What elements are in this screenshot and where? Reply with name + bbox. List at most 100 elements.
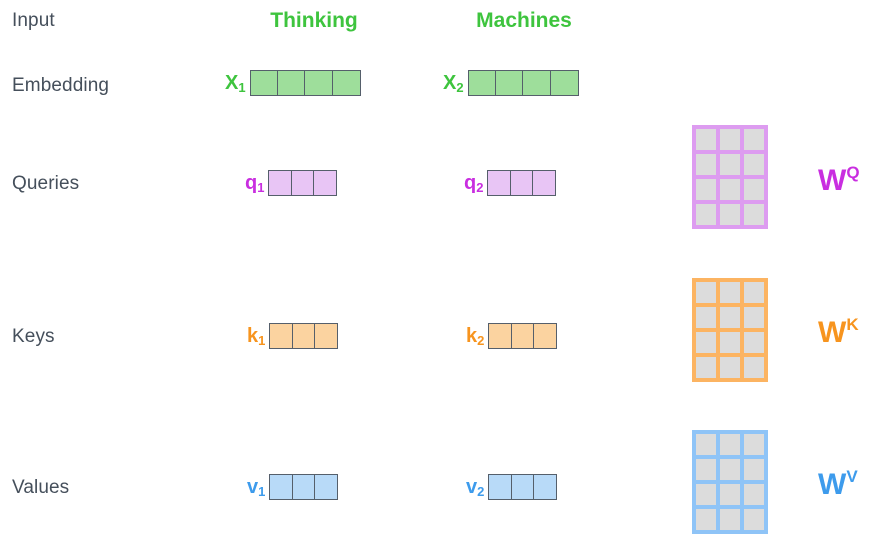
vector-cell [533,474,558,500]
vector-cell [533,323,558,349]
matrix-cell [696,484,716,505]
vector-label-x2-base: X [443,72,457,94]
matrix-cell [744,154,764,175]
matrix-cell [720,357,740,378]
vector-label-v2-subscript: 2 [477,484,485,499]
matrix-cell [720,484,740,505]
vector-cell [269,323,294,349]
column-header-machines: Machines [476,9,572,32]
vector-cell [510,323,535,349]
vector-label-q1-base: q [245,172,258,194]
row-label-embedding: Embedding [12,75,110,96]
vector-cells-v2 [488,474,558,500]
vector-v1: v1 [247,474,339,500]
weight-matrix-key-label: WK [818,315,859,348]
weight-matrix-value-label-base: W [818,468,847,501]
vector-cell [291,474,316,500]
matrix-cell [720,204,740,225]
weight-matrix-query-label-base: W [818,164,847,197]
vector-label-k2-base: k [466,325,478,347]
matrix-cell [720,282,740,303]
weight-matrix-query-label: WQ [818,163,860,197]
vector-label-x1: X1 [225,73,246,95]
vector-label-k1: k1 [247,325,265,347]
matrix-cell [696,307,716,328]
matrix-cell [696,204,716,225]
matrix-cell [744,509,764,530]
vector-cell [549,70,579,96]
weight-matrix-value-label-superscript: V [846,467,858,486]
vector-cells-v1 [269,474,339,500]
vector-label-k1-base: k [247,325,259,347]
vector-label-v1-subscript: 1 [258,484,266,499]
vector-label-v2-base: v [466,476,478,498]
vector-cell [467,70,497,96]
weight-matrix-query-label-superscript: Q [846,163,860,182]
vector-q2: q2 [464,170,557,196]
matrix-cell [696,154,716,175]
matrix-cell [720,332,740,353]
vector-cell [313,170,338,196]
vector-cell [331,70,361,96]
vector-cell [488,323,513,349]
matrix-cell [744,282,764,303]
matrix-cell [744,204,764,225]
vector-cells-k1 [269,323,339,349]
matrix-cell [696,509,716,530]
vector-x2: X2 [443,70,579,96]
vector-x1: X1 [225,70,361,96]
vector-cell [314,323,339,349]
matrix-cell [720,307,740,328]
vector-label-v1: v1 [247,476,266,499]
matrix-cell [720,459,740,480]
vector-k2: k2 [466,323,558,349]
vector-cell [487,170,512,196]
vector-cell [488,474,513,500]
weight-matrix-value [692,430,768,534]
weight-matrix-key-grid [692,278,768,382]
column-header-thinking: Thinking [270,9,358,32]
weight-matrix-key-label-superscript: K [846,315,859,334]
matrix-cell [696,434,716,455]
vector-label-k2-subscript: 2 [477,333,485,348]
vector-label-v2: v2 [466,476,485,499]
vector-label-k2: k2 [466,325,485,348]
vector-cell [304,70,334,96]
matrix-cell [696,332,716,353]
weight-matrix-query [692,125,768,229]
row-label-queries: Queries [12,173,80,194]
vector-cells-q1 [268,170,338,196]
vector-cells-x1 [249,70,361,96]
vector-label-x2-subscript: 2 [456,80,464,95]
matrix-cell [744,357,764,378]
matrix-cell [744,179,764,200]
vector-label-q1: q1 [245,172,264,194]
vector-cell [249,70,279,96]
vector-cells-q2 [487,170,557,196]
weight-matrix-value-label: WV [818,467,858,501]
matrix-cell [696,179,716,200]
vector-v2: v2 [466,474,558,500]
vector-label-x2: X2 [443,72,464,95]
matrix-cell [696,129,716,150]
vector-q1: q1 [245,170,338,196]
weight-matrix-value-grid [692,430,768,534]
matrix-cell [720,179,740,200]
matrix-cell [744,434,764,455]
matrix-cell [720,129,740,150]
vector-label-x1-subscript: 1 [238,80,246,95]
matrix-cell [720,434,740,455]
matrix-cell [696,357,716,378]
vector-k1: k1 [247,323,339,349]
vector-cell [509,170,534,196]
row-label-values: Values [12,477,70,498]
vector-label-q2-base: q [464,172,477,194]
vector-cell [276,70,306,96]
vector-label-v1-base: v [247,476,259,498]
vector-cells-k2 [488,323,558,349]
vector-cell [494,70,524,96]
vector-cell [532,170,557,196]
vector-label-q2-subscript: 2 [476,180,484,195]
row-label-keys: Keys [12,326,55,347]
